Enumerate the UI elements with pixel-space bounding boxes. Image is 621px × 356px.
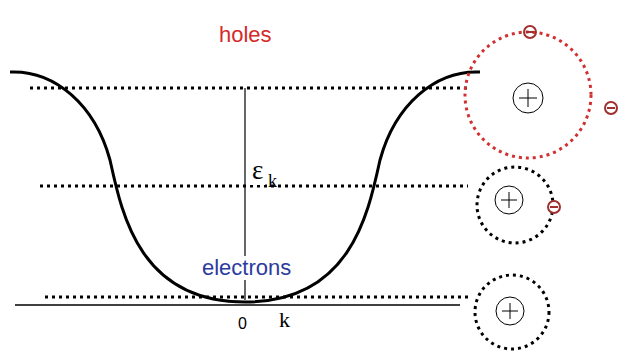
minus-sign	[607, 107, 615, 109]
electron	[524, 26, 536, 38]
orbit	[465, 32, 591, 158]
holes-label: holes	[217, 23, 274, 47]
orbit	[477, 167, 553, 243]
electron	[605, 102, 617, 114]
orbit	[475, 275, 549, 349]
energy-subscript: k	[266, 171, 279, 191]
energy-symbol: ε	[250, 156, 265, 185]
nucleus	[496, 297, 524, 325]
plus-sign	[510, 303, 511, 319]
electrons-label: electrons	[200, 256, 293, 280]
energy-level	[30, 87, 468, 90]
nucleus	[495, 186, 523, 214]
plus-sign	[509, 192, 510, 208]
plus-sign	[528, 89, 529, 107]
energy-level	[45, 296, 468, 299]
minus-sign	[526, 31, 534, 33]
axis-label: k	[277, 308, 292, 332]
nucleus	[513, 83, 543, 113]
electron	[548, 201, 560, 213]
band-curve	[10, 72, 480, 302]
minus-sign	[550, 206, 558, 208]
origin-label: 0	[236, 315, 249, 333]
k-axis	[15, 304, 460, 306]
